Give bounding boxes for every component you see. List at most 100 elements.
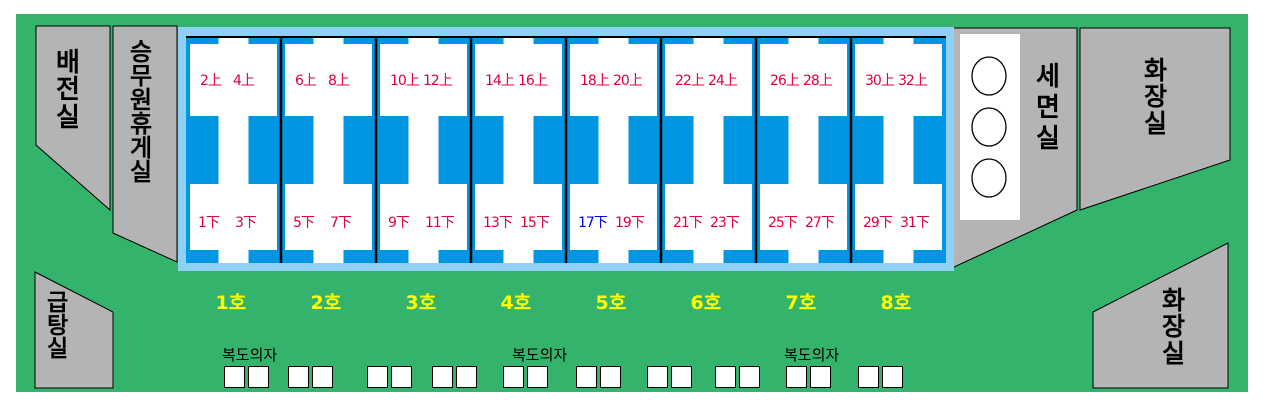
berth-ladder-top bbox=[408, 36, 439, 50]
corridor-seat bbox=[248, 366, 269, 388]
corridor-seat bbox=[739, 366, 760, 388]
berth-upper-right: 8上 bbox=[328, 73, 350, 89]
lower-berth bbox=[665, 184, 752, 250]
corridor-seat bbox=[715, 366, 736, 388]
berth-upper-right: 20上 bbox=[613, 73, 643, 89]
corridor-seat bbox=[810, 366, 831, 388]
berth-lower-right: 23下 bbox=[710, 215, 740, 231]
corridor-seat bbox=[312, 366, 333, 388]
compartment-layer bbox=[186, 36, 946, 263]
berth-upper-left: 10上 bbox=[390, 73, 420, 89]
corridor-seat bbox=[858, 366, 879, 388]
corridor-seat bbox=[367, 366, 388, 388]
berth-upper-left: 30上 bbox=[865, 73, 895, 89]
upper-berth bbox=[665, 44, 752, 116]
toilet-upper-shape bbox=[1079, 27, 1231, 211]
corridor-seat bbox=[527, 366, 548, 388]
corridor-seat bbox=[391, 366, 412, 388]
berth-lower-right: 15下 bbox=[520, 215, 550, 231]
compartment-number: 6호 bbox=[690, 292, 722, 314]
corridor-seat-label: 복도의자 bbox=[222, 346, 278, 364]
lower-berth bbox=[380, 184, 467, 250]
pantry-shape bbox=[34, 271, 114, 389]
berth-ladder-bottom bbox=[313, 248, 344, 263]
berth-lower-left: 29下 bbox=[863, 215, 893, 231]
corridor-seat bbox=[576, 366, 597, 388]
berth-ladder bbox=[883, 110, 914, 190]
berth-lower-left: 21下 bbox=[673, 215, 703, 231]
berth-lower-left: 17下 bbox=[578, 215, 608, 231]
berth-upper-right: 32上 bbox=[898, 73, 928, 89]
upper-berth bbox=[475, 44, 562, 116]
berth-upper-right: 4上 bbox=[233, 73, 255, 89]
berth-upper-left: 22上 bbox=[675, 73, 705, 89]
berth-ladder-top bbox=[503, 36, 534, 50]
berth-upper-left: 14上 bbox=[485, 73, 515, 89]
lower-berth bbox=[285, 184, 372, 250]
berth-ladder bbox=[218, 110, 249, 190]
berth-ladder-top bbox=[313, 36, 344, 50]
berth-upper-left: 2上 bbox=[200, 73, 222, 89]
sink-3 bbox=[971, 158, 1007, 198]
corridor-seat bbox=[288, 366, 309, 388]
crew-room-shape bbox=[112, 25, 178, 263]
berth-lower-left: 13下 bbox=[483, 215, 513, 231]
compartment-number: 3호 bbox=[405, 292, 437, 314]
lower-berth bbox=[570, 184, 657, 250]
berth-lower-left: 9下 bbox=[388, 215, 410, 231]
berth-ladder-top bbox=[788, 36, 819, 50]
berth-lower-right: 19下 bbox=[615, 215, 645, 231]
upper-berth bbox=[190, 44, 277, 116]
compartment-number: 2호 bbox=[310, 292, 342, 314]
berth-ladder-bottom bbox=[788, 248, 819, 263]
berth-ladder-bottom bbox=[693, 248, 724, 263]
corridor-seat bbox=[671, 366, 692, 388]
berth-lower-left: 5下 bbox=[293, 215, 315, 231]
berth-lower-right: 27下 bbox=[805, 215, 835, 231]
berth-upper-left: 18上 bbox=[580, 73, 610, 89]
berth-upper-left: 6上 bbox=[295, 73, 317, 89]
lower-berth bbox=[855, 184, 942, 250]
corridor-seat bbox=[786, 366, 807, 388]
corridor-seat bbox=[647, 366, 668, 388]
upper-berth bbox=[855, 44, 942, 116]
lower-berth bbox=[760, 184, 847, 250]
upper-berth bbox=[570, 44, 657, 116]
berth-ladder bbox=[313, 110, 344, 190]
berth-ladder-top bbox=[693, 36, 724, 50]
compartment-number: 7호 bbox=[785, 292, 817, 314]
berth-ladder-bottom bbox=[503, 248, 534, 263]
berth-ladder bbox=[503, 110, 534, 190]
sink-2 bbox=[971, 107, 1007, 147]
corridor-seat-label: 복도의자 bbox=[512, 346, 568, 364]
berth-lower-right: 3下 bbox=[235, 215, 257, 231]
berth-upper-right: 28上 bbox=[803, 73, 833, 89]
berth-ladder-bottom bbox=[218, 248, 249, 263]
berth-lower-left: 1下 bbox=[198, 215, 220, 231]
compartment-number: 8호 bbox=[880, 292, 912, 314]
berth-upper-right: 24上 bbox=[708, 73, 738, 89]
berth-lower-right: 11下 bbox=[425, 215, 455, 231]
berth-upper-right: 12上 bbox=[423, 73, 453, 89]
berth-upper-right: 16上 bbox=[518, 73, 548, 89]
berth-ladder-bottom bbox=[408, 248, 439, 263]
berth-ladder-bottom bbox=[883, 248, 914, 263]
corridor-seat bbox=[600, 366, 621, 388]
compartment-number: 4호 bbox=[500, 292, 532, 314]
berth-lower-right: 7下 bbox=[330, 215, 352, 231]
berth-upper-left: 26上 bbox=[770, 73, 800, 89]
berth-lower-right: 31下 bbox=[900, 215, 930, 231]
berth-ladder bbox=[408, 110, 439, 190]
berth-ladder-top bbox=[883, 36, 914, 50]
berth-ladder bbox=[598, 110, 629, 190]
toilet-lower-shape bbox=[1092, 242, 1229, 389]
corridor-seat bbox=[882, 366, 903, 388]
berth-ladder bbox=[693, 110, 724, 190]
compartment-number: 1호 bbox=[215, 292, 247, 314]
sink-1 bbox=[971, 56, 1007, 96]
